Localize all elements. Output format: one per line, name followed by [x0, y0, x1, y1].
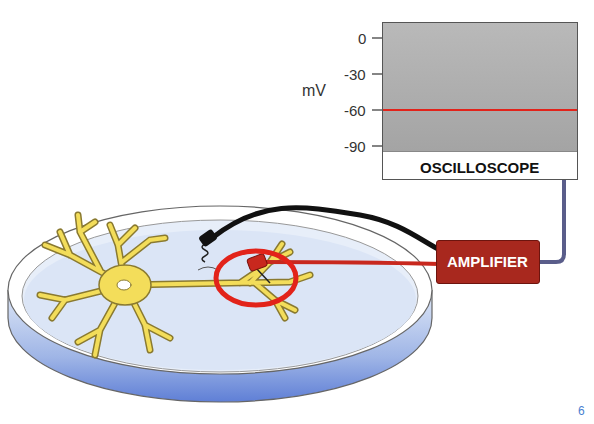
amplifier-label: AMPLIFIER [447, 253, 528, 270]
oscilloscope-label: OSCILLOSCOPE [417, 159, 542, 176]
axis-unit: mV [302, 82, 326, 100]
axis-ticks [372, 38, 382, 146]
amplifier-box: AMPLIFIER [436, 240, 540, 284]
axis-value: 0 [358, 30, 366, 47]
axis-value: -60 [344, 102, 366, 119]
oscilloscope-screen [383, 23, 577, 152]
oscilloscope-box: OSCILLOSCOPE [382, 22, 578, 180]
slide-number: 6 [578, 404, 585, 418]
signal-cable [540, 180, 564, 262]
highlight-circle [216, 251, 296, 305]
voltage-trace [383, 109, 577, 111]
recording-electrode [216, 251, 440, 305]
reference-electrode [198, 208, 440, 270]
petri-dish [8, 206, 432, 402]
neuron [40, 215, 310, 355]
axis-value: -30 [344, 66, 366, 83]
axis-value: -90 [344, 138, 366, 155]
